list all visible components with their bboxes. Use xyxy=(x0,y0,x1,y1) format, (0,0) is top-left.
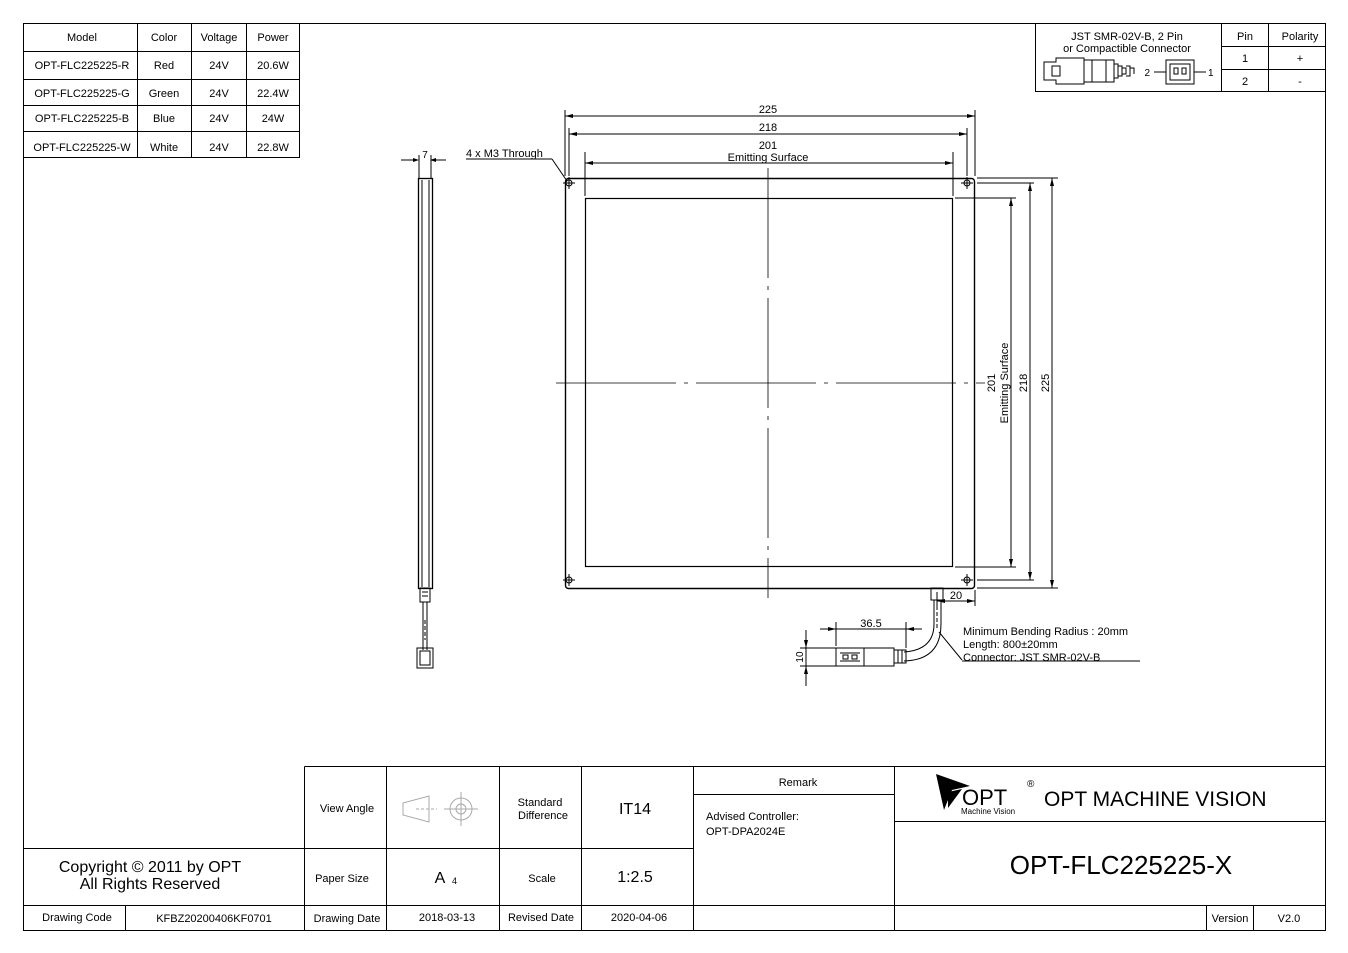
revised-date: 2020-04-06 xyxy=(611,912,667,924)
spec-cell: Red xyxy=(154,60,174,72)
spec-cell: 22.4W xyxy=(257,88,289,100)
dim-hole-pitch-top: 218 xyxy=(759,122,777,134)
connector-header-pin: Pin xyxy=(1237,31,1253,43)
paper-size-sub: 4 xyxy=(452,876,457,886)
spec-cell: Blue xyxy=(153,113,175,125)
dim-cable-length: 36.5 xyxy=(860,618,881,630)
dim-emitting-top: 201 xyxy=(759,140,777,152)
paper-size: A xyxy=(435,870,446,887)
remark-line2: OPT-DPA2024E xyxy=(706,826,785,838)
standard-diff-label: Standard xyxy=(518,797,563,809)
side-view: 7 xyxy=(401,150,446,669)
connector-title-line2: or Compactible Connector xyxy=(1063,43,1191,55)
spec-cell: OPT-FLC225225-G xyxy=(34,88,129,100)
dim-outer-right: 225 xyxy=(1040,374,1052,392)
revised-date-label: Revised Date xyxy=(508,912,574,924)
version-value: V2.0 xyxy=(1278,913,1301,925)
dim-hole-pitch-right: 218 xyxy=(1018,374,1030,392)
product-code: OPT-FLC225225-X xyxy=(1010,850,1233,880)
title-block: Copyright © 2011 by OPT All Rights Reser… xyxy=(23,766,1326,931)
connector-title-line1: JST SMR-02V-B, 2 Pin xyxy=(1071,31,1183,43)
connector-cell: 2 xyxy=(1242,76,1248,88)
opt-logo-icon xyxy=(936,774,970,810)
scale-value: 1:2.5 xyxy=(617,869,653,886)
spec-cell: 24V xyxy=(209,88,229,100)
standard-diff-label: Difference xyxy=(518,810,568,822)
cable-note-length: Length: 800±20mm xyxy=(963,639,1058,651)
connector-cell: 1 xyxy=(1242,53,1248,65)
dim-emitting-right: 201 xyxy=(986,374,998,392)
emitting-label-top: Emitting Surface xyxy=(728,152,809,164)
drawing-code: KFBZ20200406KF0701 xyxy=(156,913,272,925)
holes-note: 4 x M3 Through xyxy=(466,148,543,160)
emitting-label-right: Emitting Surface xyxy=(999,343,1011,424)
spec-cell: OPT-FLC225225-R xyxy=(35,60,130,72)
logo-registered: ® xyxy=(1027,779,1035,790)
spec-header-model: Model xyxy=(67,32,97,44)
standard-diff: IT14 xyxy=(619,801,651,818)
spec-cell: 20.6W xyxy=(257,60,289,72)
cable-note-connector: Connector: JST SMR-02V-B xyxy=(963,652,1100,664)
opt-logo: OPT ® Machine Vision xyxy=(936,774,1035,816)
connector-table: JST SMR-02V-B, 2 Pin or Compactible Conn… xyxy=(1035,23,1326,92)
connector-header-polarity: Polarity xyxy=(1282,31,1319,43)
drawing-date: 2018-03-13 xyxy=(419,912,475,924)
connector-illustration xyxy=(1043,57,1206,85)
spec-cell: 24V xyxy=(209,142,229,154)
spec-cell: Green xyxy=(149,88,180,100)
remark-line1: Advised Controller: xyxy=(706,811,799,823)
spec-cell: 22.8W xyxy=(257,142,289,154)
connector-cell: - xyxy=(1298,76,1302,88)
connector-pin-label: 1 xyxy=(1208,68,1214,79)
dim-side-thickness: 7 xyxy=(422,150,428,161)
copyright-line2: All Rights Reserved xyxy=(80,876,221,893)
spec-cell: OPT-FLC225225-B xyxy=(35,113,129,125)
spec-header-color: Color xyxy=(151,32,178,44)
connector-pin-label: 2 xyxy=(1144,68,1150,79)
spec-cell: OPT-FLC225225-W xyxy=(33,142,131,154)
cable-note-bending: Minimum Bending Radius : 20mm xyxy=(963,626,1128,638)
drawing-frame xyxy=(23,23,1326,931)
scale-label: Scale xyxy=(528,873,556,885)
company-name: OPT MACHINE VISION xyxy=(1044,788,1266,811)
version-label: Version xyxy=(1212,913,1249,925)
drawing-date-label: Drawing Date xyxy=(314,913,381,925)
paper-size-label: Paper Size xyxy=(315,873,369,885)
dim-connector-height: 10 xyxy=(795,651,806,663)
logo-text: OPT xyxy=(962,785,1007,810)
connector-cell: + xyxy=(1297,53,1303,65)
spec-cell: 24V xyxy=(209,60,229,72)
spec-cell: 24W xyxy=(262,113,285,125)
mounting-holes xyxy=(563,177,973,586)
spec-header-voltage: Voltage xyxy=(201,32,238,44)
spec-cell: 24V xyxy=(209,113,229,125)
view-angle-label: View Angle xyxy=(320,803,374,815)
dim-outer-top: 225 xyxy=(759,104,777,116)
copyright-line1: Copyright © 2011 by OPT xyxy=(59,859,241,876)
drawing-code-label: Drawing Code xyxy=(42,912,112,924)
dim-cable-offset: 20 xyxy=(950,590,962,602)
logo-sub: Machine Vision xyxy=(961,807,1015,816)
spec-table: Model Color Voltage Power OPT-FLC225225-… xyxy=(23,23,300,158)
remark-label: Remark xyxy=(779,777,818,789)
front-view: 4 x M3 Through 225 218 201 Emitting Surf… xyxy=(466,104,1140,686)
spec-header-power: Power xyxy=(257,32,289,44)
projection-symbol-icon xyxy=(402,792,478,826)
spec-cell: White xyxy=(150,142,178,154)
